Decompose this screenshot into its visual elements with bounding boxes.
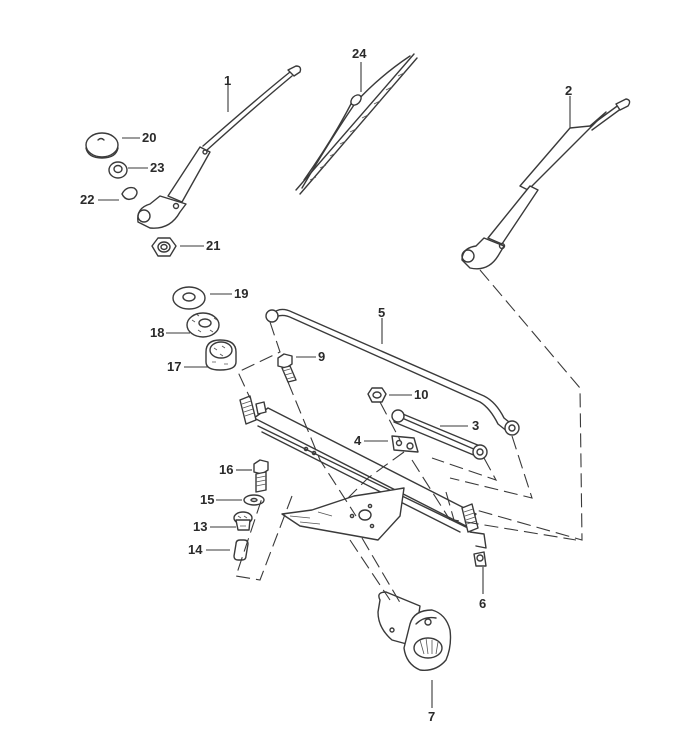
grommet-seal[interactable] (186, 312, 220, 338)
assembly-guide-lines (235, 269, 583, 607)
callout-3: 3 (472, 418, 480, 433)
callout-7: 7 (428, 709, 436, 724)
wiper-linkage-frame[interactable] (239, 395, 487, 549)
nut-small[interactable] (108, 161, 128, 179)
callout-4: 4 (354, 433, 362, 448)
callout-2: 2 (565, 83, 573, 98)
wiper-blade[interactable] (295, 53, 418, 195)
washer[interactable] (243, 494, 265, 506)
nut-crank[interactable] (367, 387, 387, 403)
bolt-frame[interactable] (277, 353, 297, 383)
callout-6: 6 (479, 596, 487, 611)
wiper-arm-right[interactable] (461, 98, 631, 270)
grommet-large[interactable] (205, 339, 237, 371)
callout-14: 14 (188, 542, 203, 557)
callout-19: 19 (234, 286, 249, 301)
connecting-rod-short[interactable] (391, 409, 488, 460)
callout-24: 24 (352, 46, 367, 61)
spring-washer[interactable] (121, 186, 138, 201)
callout-17: 17 (167, 359, 182, 374)
callout-1: 1 (224, 73, 232, 88)
spacer-sleeve[interactable] (233, 539, 249, 561)
flat-washer[interactable] (172, 286, 206, 310)
cap[interactable] (85, 132, 119, 159)
callout-16: 16 (219, 462, 234, 477)
wiper-arm-left[interactable] (137, 65, 302, 229)
callout-22: 22 (80, 192, 95, 207)
callout-5: 5 (378, 305, 386, 320)
hex-nut[interactable] (151, 237, 177, 257)
callout-21: 21 (206, 238, 221, 253)
pivot-bushing-right[interactable] (473, 551, 487, 567)
bracket-plate[interactable] (391, 435, 419, 453)
wiper-motor[interactable] (377, 591, 452, 671)
callout-10: 10 (414, 387, 429, 402)
callout-18: 18 (150, 325, 165, 340)
callout-23: 23 (150, 160, 165, 175)
callout-20: 20 (142, 130, 157, 145)
rubber-mount[interactable] (233, 511, 253, 531)
callout-9: 9 (318, 349, 326, 364)
connecting-rod-long[interactable] (265, 308, 520, 436)
callout-13: 13 (193, 519, 208, 534)
callout-15: 15 (200, 492, 215, 507)
bolt-mount[interactable] (253, 459, 269, 493)
